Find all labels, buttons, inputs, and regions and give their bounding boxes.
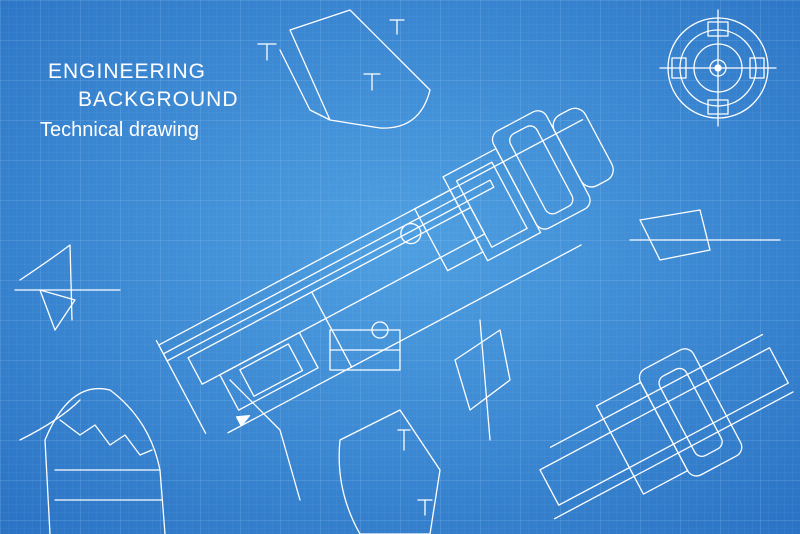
shaft-assembly-drawing — [155, 107, 614, 434]
cam-profile-drawing — [257, 9, 431, 129]
profile-section-drawing — [14, 244, 121, 331]
heading-block: ENGINEERING BACKGROUND Technical drawing — [40, 58, 239, 144]
gear-wheel-drawing — [659, 9, 777, 127]
heading-line-3: Technical drawing — [40, 119, 199, 141]
heading-line-1: ENGINEERING — [48, 60, 207, 83]
spindle-assembly-drawing — [539, 333, 794, 520]
heading-line-2: BACKGROUND — [78, 88, 239, 111]
detail-sketches — [229, 209, 781, 501]
threaded-part-drawing — [19, 388, 166, 534]
tool-holder-drawing — [338, 409, 441, 534]
